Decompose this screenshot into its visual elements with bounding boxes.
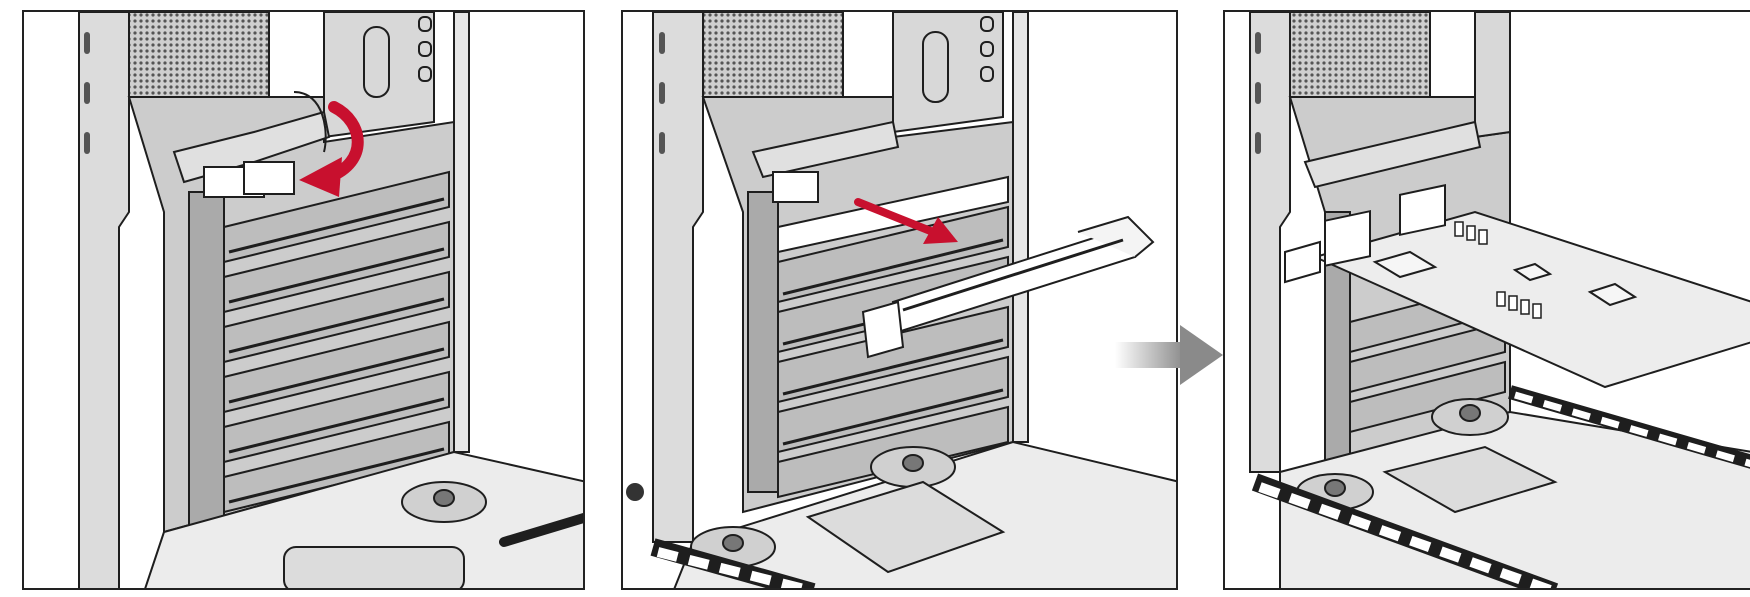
step-1-panel bbox=[22, 10, 585, 590]
right-arrow-icon bbox=[1115, 325, 1223, 385]
step-2-panel bbox=[621, 10, 1178, 590]
chassis-slot-cover-illustration bbox=[626, 12, 1176, 588]
chassis-latch-illustration bbox=[78, 12, 583, 588]
expansion-card-icon bbox=[1284, 184, 1750, 389]
curved-arrow-icon bbox=[299, 101, 364, 197]
step-3-panel bbox=[1223, 10, 1750, 590]
straight-arrow-icon bbox=[854, 198, 958, 244]
chassis-card-installed-illustration bbox=[1249, 12, 1750, 588]
